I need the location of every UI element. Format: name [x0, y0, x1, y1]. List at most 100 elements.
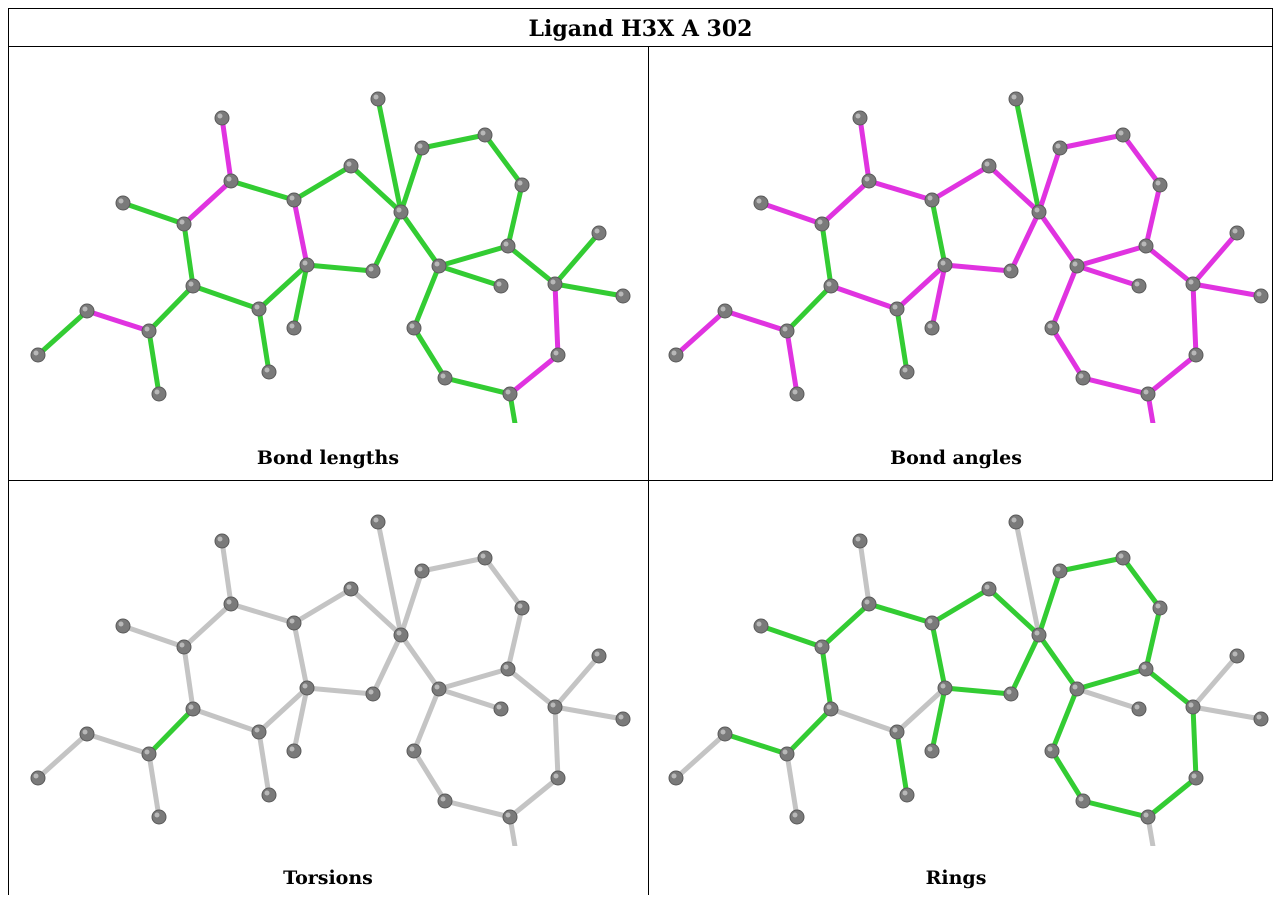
atom-C26: [550, 347, 566, 363]
bond-C31-C17: [398, 209, 442, 269]
bond-C17-O18: [375, 519, 404, 638]
atom-highlight: [984, 584, 990, 590]
atom-highlight: [671, 773, 677, 779]
atom-C7: [717, 303, 733, 319]
atom-C7: [717, 726, 733, 742]
atom-C25: [1253, 288, 1269, 304]
atom-O9: [151, 386, 167, 402]
bond-C3-C5: [181, 221, 196, 289]
bond-C21-C22: [505, 182, 525, 249]
bond-C2-C3: [181, 178, 234, 227]
atom-C17: [1031, 204, 1047, 220]
bond-C12-C16: [942, 262, 1014, 274]
bond-C10-C12: [256, 262, 310, 312]
atom-C15: [981, 158, 997, 174]
atom-C27: [1140, 386, 1156, 402]
atom-highlight: [368, 266, 374, 272]
atom-highlight: [594, 651, 600, 657]
atom-C2: [861, 173, 877, 189]
bond-C12-C14: [929, 620, 948, 691]
atom-O1: [852, 110, 868, 126]
atom-highlight: [940, 683, 946, 689]
atom-C29: [1075, 793, 1091, 809]
bond-O1-C2: [219, 115, 234, 184]
atom-O18: [1008, 91, 1024, 107]
atom-C19: [1052, 140, 1068, 156]
atom-highlight: [264, 790, 270, 796]
atom-C26: [1188, 770, 1204, 786]
atom-highlight: [864, 599, 870, 605]
bond-C19-C20: [419, 132, 488, 151]
atom-highlight: [517, 603, 523, 609]
bond-C10-C11: [256, 729, 272, 798]
atom-C27: [502, 809, 518, 825]
bond-C17-O18: [1013, 519, 1042, 638]
atom-highlight: [1055, 143, 1061, 149]
atom-O18: [370, 514, 386, 530]
bond-C5-C6: [784, 283, 834, 334]
atom-highlight: [1143, 812, 1149, 818]
atom-O18: [1008, 514, 1024, 530]
bond-C5-C6: [784, 706, 834, 757]
atom-highlight: [553, 350, 559, 356]
atom-highlight: [33, 773, 39, 779]
bond-C7-C8: [673, 308, 728, 358]
bond-C2-C3: [819, 601, 872, 650]
bond-C19-C20: [1057, 132, 1126, 151]
bond-C10-C11: [894, 306, 910, 375]
bond-C17-C19: [398, 568, 425, 638]
atom-C20: [1115, 127, 1131, 143]
atom-C23: [547, 276, 563, 292]
caption-bond-lengths: Bond lengths: [256, 447, 400, 469]
atom-C11: [261, 364, 277, 380]
atom-highlight: [1078, 796, 1084, 802]
atom-highlight: [864, 176, 870, 182]
bond-C5-C10: [828, 706, 900, 735]
bond-C12-C13: [929, 262, 948, 331]
atom-highlight: [217, 113, 223, 119]
atom-C12: [937, 257, 953, 273]
atom-highlight: [434, 261, 440, 267]
atom-O1: [852, 533, 868, 549]
bond-C31-C32: [1074, 686, 1142, 712]
atom-highlight: [720, 306, 726, 312]
atom-highlight: [1055, 566, 1061, 572]
atom-highlight: [179, 219, 185, 225]
atom-highlight: [289, 195, 295, 201]
atom-highlight: [302, 683, 308, 689]
bond-C3-C4: [120, 200, 187, 227]
atom-highlight: [902, 790, 908, 796]
atom-highlight: [368, 689, 374, 695]
atom-highlight: [396, 207, 402, 213]
atom-C12: [299, 680, 315, 696]
bond-C12-C16: [304, 262, 376, 274]
atom-highlight: [496, 281, 502, 287]
atom-C31: [1069, 681, 1085, 697]
bond-C31-C32: [1074, 263, 1142, 289]
atom-highlight: [1072, 261, 1078, 267]
molecule-bond-angles: [668, 91, 1269, 423]
bond-C27-O28: [507, 814, 518, 846]
atom-C13: [286, 743, 302, 759]
atom-C20: [477, 550, 493, 566]
bond-C5-C10: [828, 283, 900, 312]
atom-highlight: [434, 684, 440, 690]
bond-C10-C12: [894, 262, 948, 312]
atom-highlight: [1141, 241, 1147, 247]
atom-C21: [514, 177, 530, 193]
bond-O1-C2: [857, 115, 872, 184]
caption-rings: Rings: [925, 867, 987, 889]
atom-C30: [1044, 320, 1060, 336]
bond-C12-C14: [291, 197, 310, 268]
bond-C21-C22: [1143, 605, 1163, 672]
atom-highlight: [1155, 180, 1161, 186]
bond-C12-C13: [291, 262, 310, 331]
atom-C24: [1229, 225, 1245, 241]
atom-highlight: [1034, 630, 1040, 636]
bond-C23-C24: [1190, 653, 1240, 710]
atom-C31: [1069, 258, 1085, 274]
bond-C23-C25: [1190, 281, 1264, 299]
bond-C5-C10: [190, 706, 262, 735]
atom-highlight: [480, 553, 486, 559]
atom-highlight: [1232, 651, 1238, 657]
